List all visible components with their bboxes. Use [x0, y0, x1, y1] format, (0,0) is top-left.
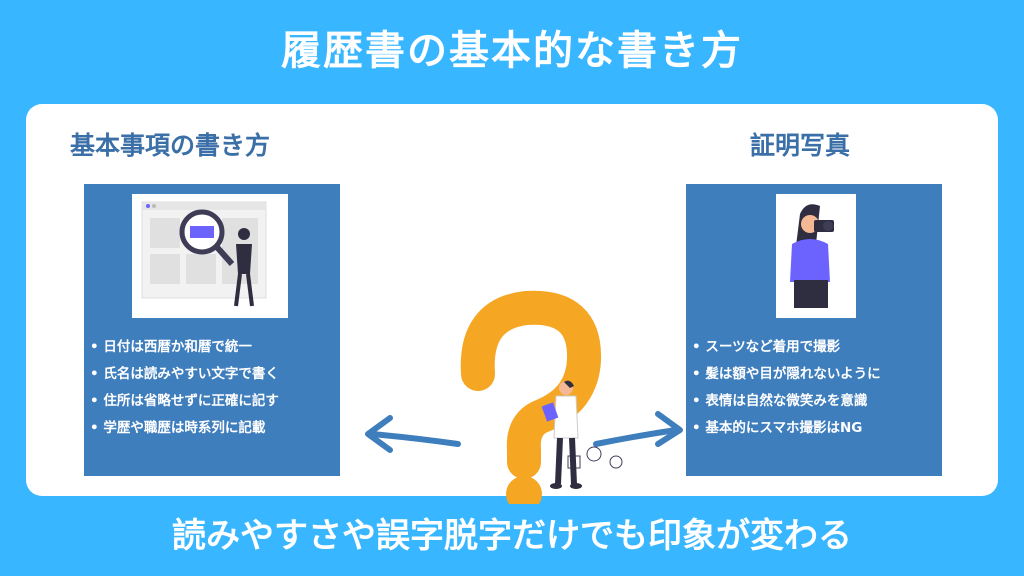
right-panel: スーツなど着用で撮影 髪は額や目が隠れないように 表情は自然な微笑みを意識 基本… — [686, 184, 942, 476]
left-section-heading: 基本事項の書き方 — [70, 131, 271, 160]
list-item: 髪は額や目が隠れないように — [692, 361, 938, 388]
right-arrow-icon — [593, 411, 683, 447]
list-item: 基本的にスマホ撮影はNG — [692, 415, 938, 442]
list-item: 氏名は読みやすい文字で書く — [90, 361, 336, 388]
right-bullet-list: スーツなど着用で撮影 髪は額や目が隠れないように 表情は自然な微笑みを意識 基本… — [692, 334, 938, 442]
question-mark-icon — [460, 290, 602, 504]
left-arrow-icon — [365, 415, 461, 453]
checkmark-icon — [586, 446, 602, 462]
list-item: 日付は西暦か和暦で統一 — [90, 334, 336, 361]
center-illustration — [365, 290, 683, 504]
list-item: 住所は省略せずに正確に記す — [90, 388, 336, 415]
content-card: 基本事項の書き方 証明写真 — [26, 104, 998, 504]
page-title: 履歴書の基本的な書き方 — [281, 28, 743, 74]
photographer-illustration — [776, 194, 856, 318]
left-panel: 日付は西暦か和暦で統一 氏名は読みやすい文字で書く 住所は省略せずに正確に記す … — [84, 184, 340, 476]
right-section-heading: 証明写真 — [750, 131, 851, 160]
footer-message: 読みやすさや誤字脱字だけでも印象が変わる — [172, 516, 852, 556]
list-item: 表情は自然な微笑みを意識 — [692, 388, 938, 415]
search-illustration — [132, 194, 288, 318]
magnifier-icon — [141, 201, 267, 307]
list-item: 学歴や職歴は時系列に記載 — [90, 415, 336, 442]
thinking-person-illustration — [541, 380, 582, 489]
lightbulb-icon — [609, 455, 623, 469]
list-item: スーツなど着用で撮影 — [692, 334, 938, 361]
left-bullet-list: 日付は西暦か和暦で統一 氏名は読みやすい文字で書く 住所は省略せずに正確に記す … — [90, 334, 336, 442]
camera-icon — [790, 204, 834, 308]
